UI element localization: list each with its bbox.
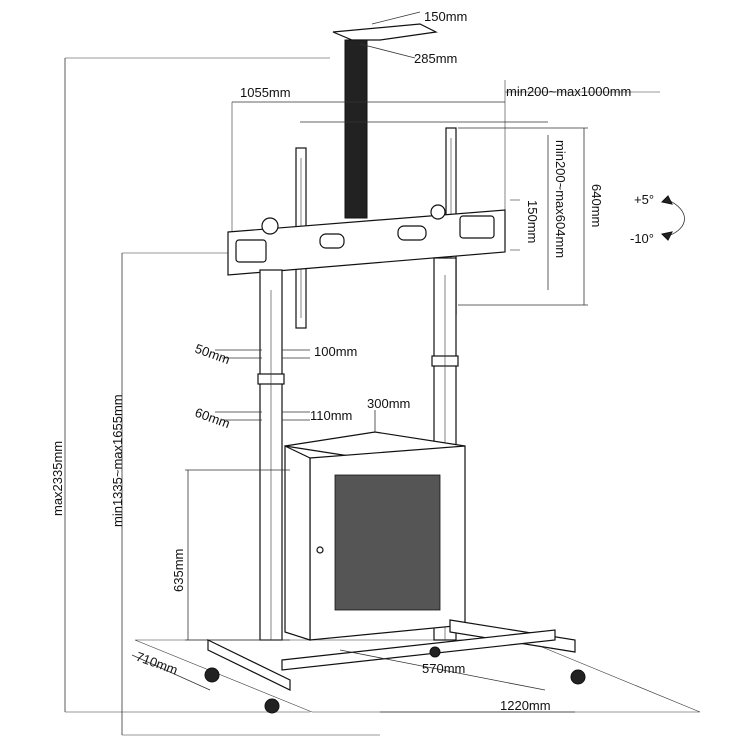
cabinet-side xyxy=(284,445,311,641)
dim-top-bracket-width: 150mm xyxy=(424,9,467,24)
dim-clamp1-right: 100mm xyxy=(314,344,357,359)
dim-overall-height: max2335mm xyxy=(50,441,65,516)
dim-center-height: min1335~max1655mm xyxy=(110,394,125,527)
dim-arm-spacing: 150mm xyxy=(525,200,540,243)
top-column xyxy=(344,39,368,219)
dim-mount-height: 640mm xyxy=(589,184,604,227)
dim-clamp2-left: 60mm xyxy=(193,405,232,431)
cabinet-vent-grid xyxy=(334,474,441,611)
dim-base-depth: 710mm xyxy=(134,649,180,678)
dim-clamp2-right: 110mm xyxy=(310,408,352,423)
crossbar xyxy=(227,209,506,276)
ceiling-bracket xyxy=(332,23,438,41)
dim-cabinet-height: 635mm xyxy=(171,549,186,592)
wheel-front-right xyxy=(264,698,280,714)
dim-vesa-horizontal: min200~max1000mm xyxy=(506,84,631,99)
dim-clamp1-left: 50mm xyxy=(193,341,232,367)
dim-crossbar-width: 1055mm xyxy=(240,85,291,100)
dim-top-bracket-depth: 285mm xyxy=(414,51,457,66)
tilt-down-label: -10° xyxy=(630,231,654,246)
dim-vesa-vertical: min200~max604mm xyxy=(553,140,568,258)
wheel-back-left xyxy=(429,646,441,658)
tilt-arrow-icon xyxy=(667,199,685,237)
dim-base-width: 1220mm xyxy=(500,698,551,713)
wheel-front-left xyxy=(204,667,220,683)
base-crossbar xyxy=(281,629,556,671)
dim-cabinet-depth: 570mm xyxy=(422,661,465,676)
floor-plane xyxy=(134,639,701,713)
base-frame-left xyxy=(207,639,291,691)
wheel-back-right xyxy=(570,669,586,685)
dim-cabinet-width: 300mm xyxy=(367,396,410,411)
tilt-up-label: +5° xyxy=(634,192,654,207)
